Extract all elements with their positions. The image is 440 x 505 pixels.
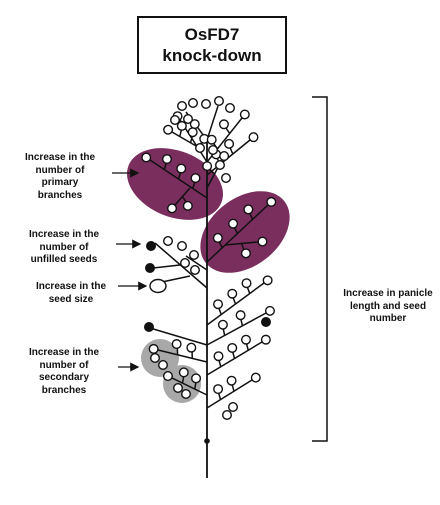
seed	[220, 120, 229, 129]
seed	[214, 234, 223, 243]
seed	[262, 335, 271, 344]
seed	[222, 174, 231, 183]
unfilled-seed	[147, 242, 156, 251]
seed	[168, 204, 177, 213]
seed	[203, 162, 212, 171]
seed	[196, 144, 205, 153]
seed	[184, 115, 193, 124]
enlarged-seed	[150, 280, 166, 293]
seed	[178, 122, 187, 131]
seed	[192, 374, 201, 383]
seed	[223, 411, 232, 420]
seed	[191, 174, 200, 183]
seed	[225, 140, 234, 149]
unfilled-seed	[262, 318, 271, 327]
seed	[202, 100, 211, 109]
seed	[236, 311, 245, 320]
panicle-length-bracket	[312, 97, 327, 441]
seed	[182, 390, 191, 399]
bracket-line	[312, 97, 327, 441]
unfilled-seed	[145, 323, 154, 332]
seed	[242, 335, 251, 344]
seed	[215, 97, 224, 106]
highlights	[116, 135, 305, 403]
seed	[244, 205, 253, 214]
seed	[209, 146, 218, 155]
seed	[229, 403, 238, 412]
seed	[228, 289, 237, 298]
seed	[187, 343, 196, 352]
seed	[151, 354, 160, 363]
seed	[214, 385, 223, 394]
seed	[267, 198, 276, 207]
seed	[266, 307, 275, 316]
seed	[242, 249, 251, 258]
seed	[172, 340, 181, 349]
seed	[249, 133, 258, 142]
seed	[142, 153, 151, 162]
seed	[191, 266, 200, 275]
seed	[177, 164, 186, 173]
seed	[214, 300, 223, 309]
seed	[241, 110, 250, 119]
seed	[164, 237, 173, 246]
seed	[180, 368, 189, 377]
seed	[216, 161, 225, 170]
seed	[178, 102, 187, 111]
seed	[189, 99, 198, 108]
seed	[164, 125, 173, 134]
seed	[214, 352, 223, 361]
stem-node	[204, 438, 210, 444]
arrows	[112, 173, 146, 367]
seed	[174, 384, 183, 393]
seed	[178, 242, 187, 251]
seed	[184, 202, 193, 211]
seed	[242, 279, 251, 288]
branch	[153, 265, 180, 268]
seed	[164, 372, 173, 381]
seed	[207, 135, 216, 144]
seed	[226, 104, 235, 113]
seed	[258, 237, 267, 246]
seed	[227, 376, 236, 385]
seed	[159, 361, 168, 370]
seed	[252, 373, 261, 382]
seed	[219, 320, 228, 329]
seed	[220, 152, 229, 161]
seed	[228, 344, 237, 353]
seed	[188, 128, 197, 137]
branch	[162, 276, 190, 282]
seed	[229, 219, 238, 228]
unfilled-seed	[146, 264, 155, 273]
seed	[149, 345, 158, 354]
seed	[190, 251, 199, 260]
seed	[181, 259, 190, 268]
seed	[263, 276, 272, 285]
seed	[163, 155, 172, 164]
